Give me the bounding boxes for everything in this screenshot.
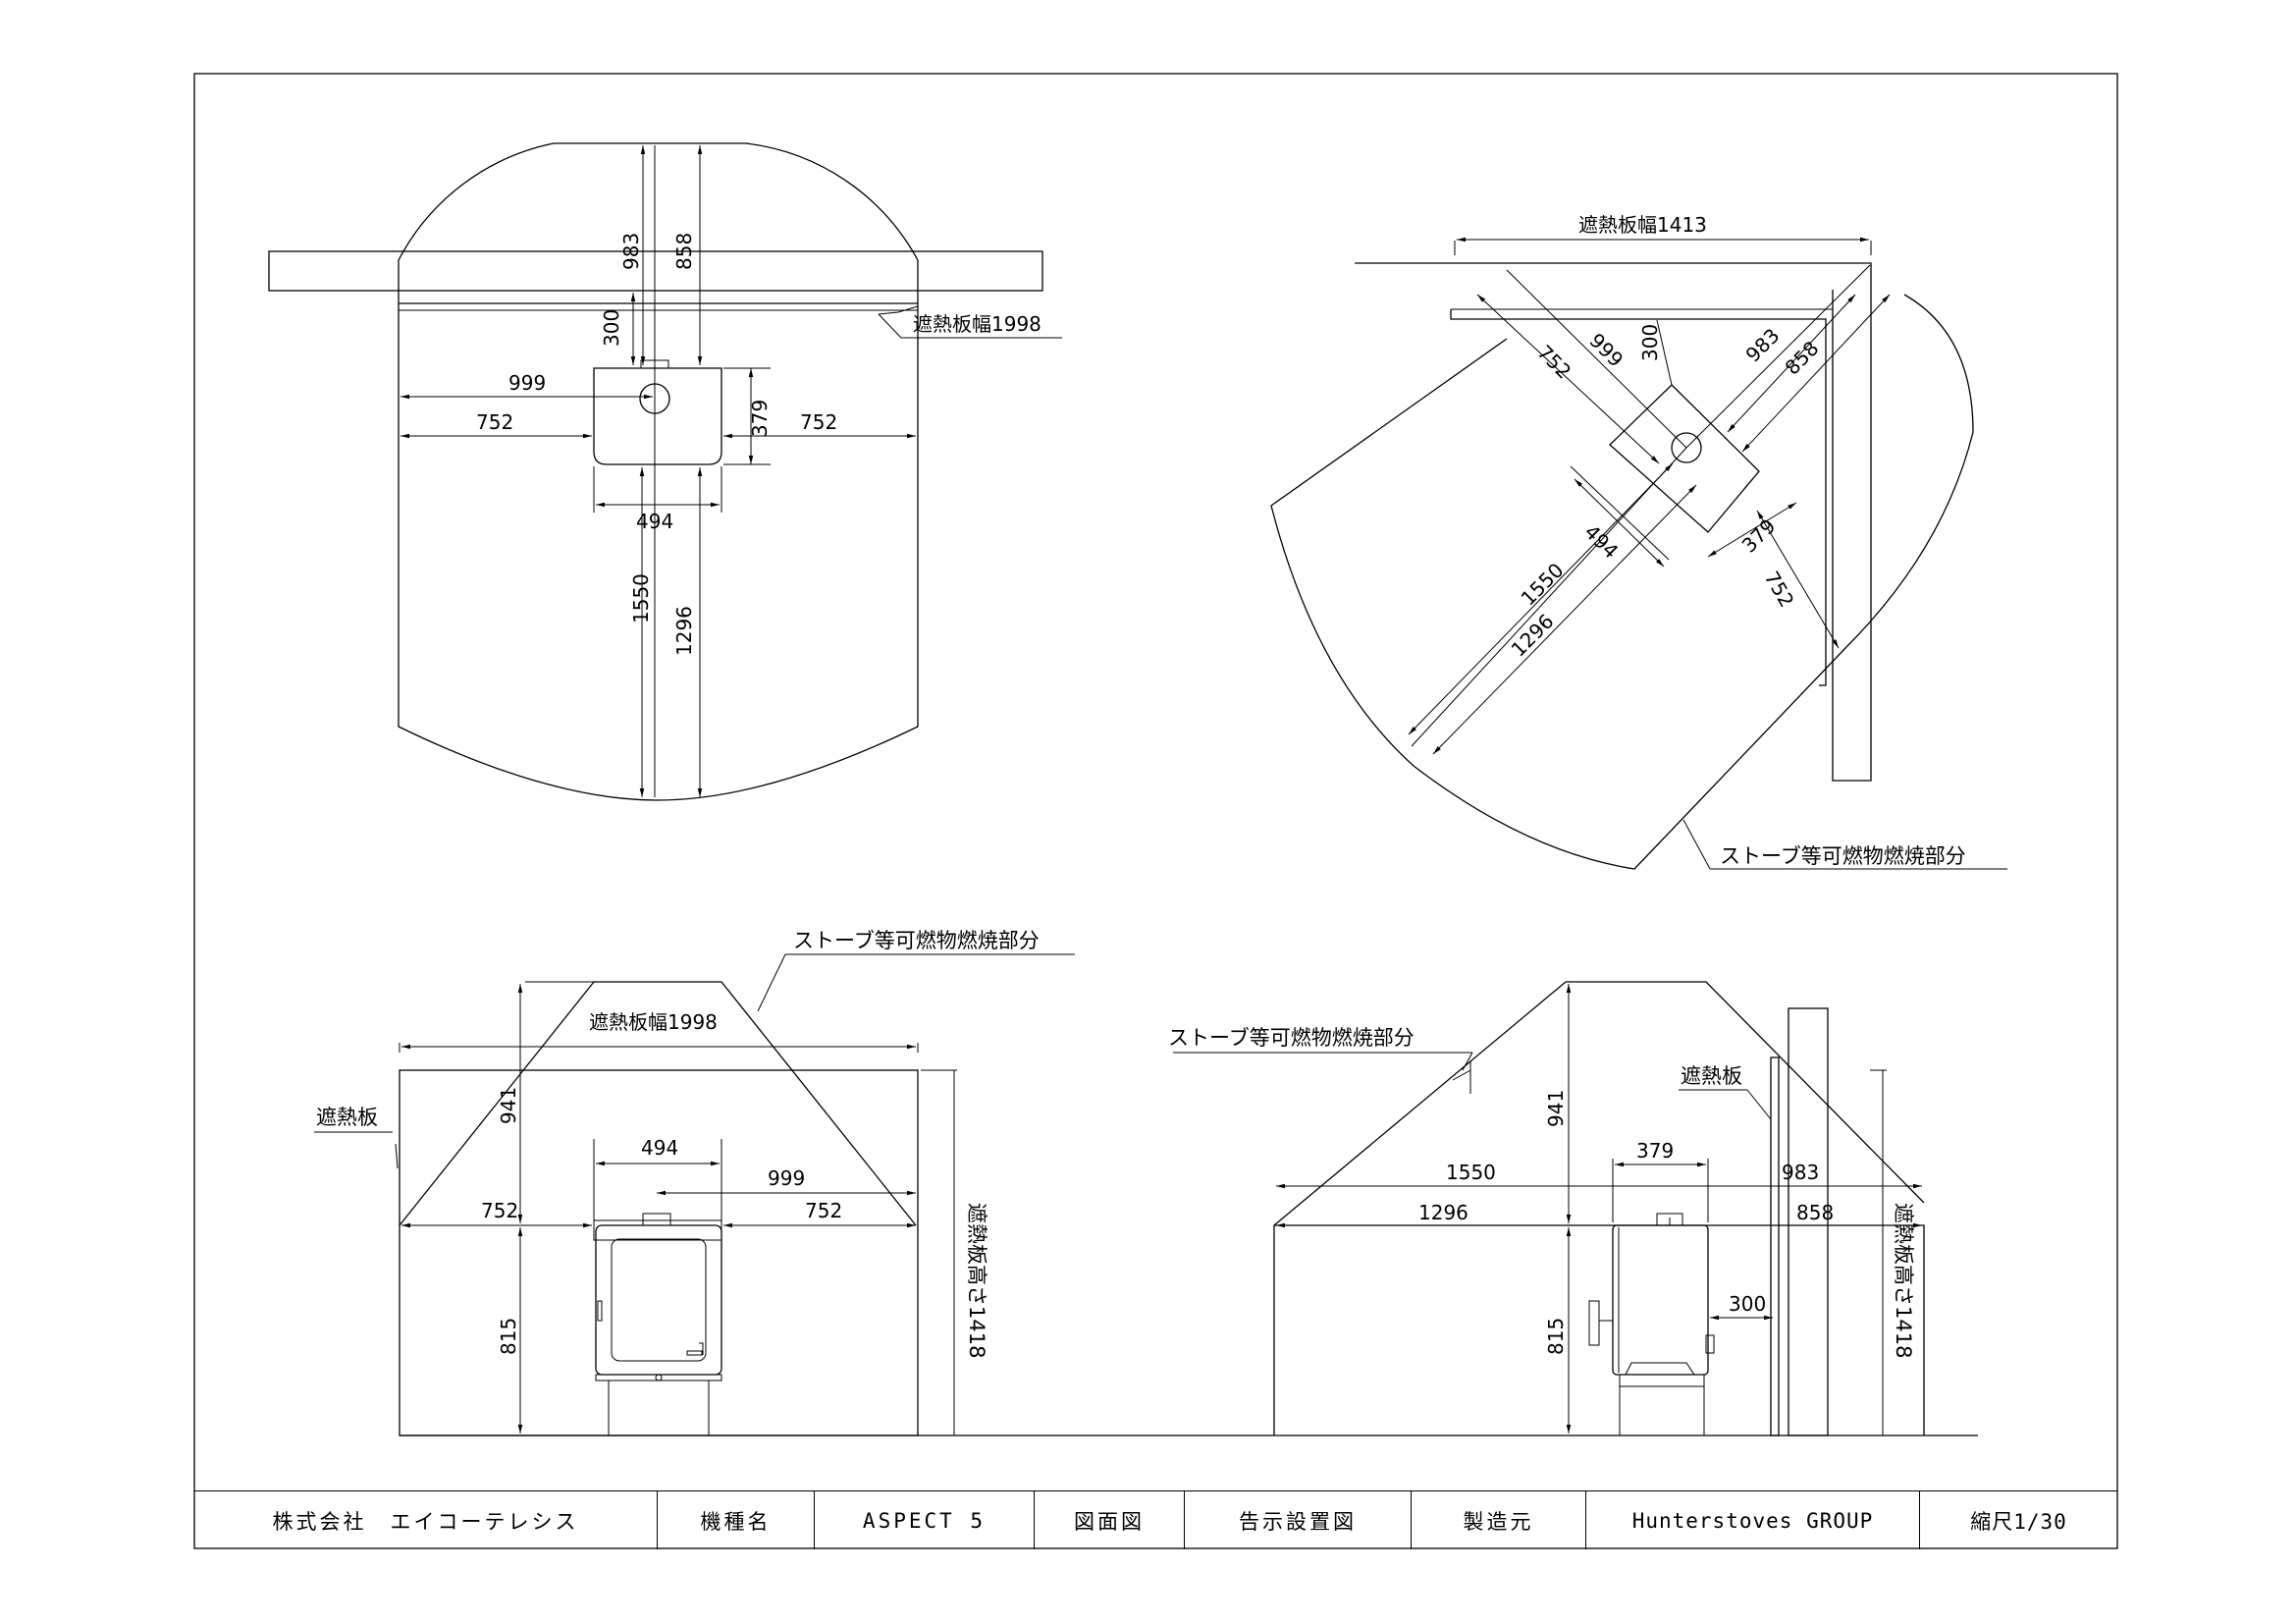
stove-stand bbox=[1619, 1385, 1705, 1436]
flue-collar bbox=[642, 1213, 671, 1226]
side-handle bbox=[1588, 1300, 1600, 1346]
dim-999: 999 bbox=[508, 371, 546, 395]
dim-752-left: 752 bbox=[481, 1199, 518, 1222]
dim-1296: 1296 bbox=[1418, 1201, 1468, 1224]
combustible-part-label: ストーブ等可燃物燃焼部分 bbox=[1720, 844, 1966, 868]
dim-752-right: 752 bbox=[800, 410, 837, 434]
wall bbox=[268, 250, 1043, 292]
dim-983: 983 bbox=[1741, 324, 1785, 367]
drawing-value: 告示設置図 bbox=[1185, 1491, 1412, 1549]
stove-side bbox=[1588, 1213, 1715, 1436]
dim-379: 379 bbox=[748, 400, 772, 437]
dim-999: 999 bbox=[1584, 329, 1628, 372]
company-name: 株式会社 エイコーテレシス bbox=[194, 1491, 658, 1549]
maker-value: Hunterstoves GROUP bbox=[1586, 1491, 1920, 1549]
flue-circle bbox=[1671, 432, 1702, 463]
scale: 縮尺1/30 bbox=[1970, 1509, 2067, 1534]
model-label: 機種名 bbox=[658, 1491, 815, 1549]
combustion-zone-outline bbox=[399, 981, 917, 1226]
stove-plan bbox=[593, 367, 722, 465]
dim-858: 858 bbox=[672, 233, 696, 270]
dim-999: 999 bbox=[768, 1166, 805, 1190]
dim-941: 941 bbox=[1544, 1090, 1568, 1127]
combustion-zone-outline bbox=[1273, 981, 1925, 1226]
combustible-part-label: ストーブ等可燃物燃焼部分 bbox=[793, 929, 1040, 952]
heat-shield-plate-side bbox=[1770, 1056, 1780, 1436]
combustion-zone-outline bbox=[398, 142, 919, 801]
shield-width-label: 遮熱板幅1998 bbox=[589, 1010, 718, 1034]
dim-858: 858 bbox=[1796, 1201, 1834, 1224]
title-block: 株式会社 エイコーテレシス 機種名 ASPECT 5 図面図 告示設置図 製造元… bbox=[194, 1490, 2117, 1549]
stove-stand bbox=[608, 1380, 710, 1436]
side-elevation: 遮熱板 ストーブ等可燃物燃焼部分 941 815 379 1550 983 12… bbox=[1168, 981, 1925, 1436]
wall-side bbox=[1788, 1007, 1829, 1436]
stove-front bbox=[595, 1213, 722, 1436]
dim-752-a: 752 bbox=[1532, 341, 1575, 384]
maker-label: 製造元 bbox=[1412, 1491, 1586, 1549]
dim-752-right: 752 bbox=[805, 1199, 842, 1222]
dim-983: 983 bbox=[1782, 1161, 1819, 1184]
dim-1550: 1550 bbox=[1446, 1161, 1496, 1184]
door-handle bbox=[597, 1300, 603, 1322]
drawing-label: 図面図 bbox=[1035, 1491, 1185, 1549]
dim-494: 494 bbox=[641, 1136, 678, 1160]
drawing-frame bbox=[193, 73, 2118, 1549]
dim-858: 858 bbox=[1781, 337, 1824, 380]
dim-300: 300 bbox=[600, 309, 623, 347]
dim-752-b: 752 bbox=[1760, 568, 1799, 612]
dim-941: 941 bbox=[497, 1087, 520, 1124]
dim-752-left: 752 bbox=[476, 410, 513, 434]
stove-plan bbox=[1609, 384, 1760, 533]
dim-379: 379 bbox=[1636, 1139, 1674, 1163]
combustion-zone-outline bbox=[1270, 294, 1974, 870]
model-value: ASPECT 5 bbox=[815, 1491, 1035, 1549]
dim-983: 983 bbox=[619, 233, 643, 270]
dim-1296: 1296 bbox=[672, 606, 696, 656]
shield-width-label: 遮熱板幅1998 bbox=[913, 312, 1041, 336]
shield-width-label: 遮熱板幅1413 bbox=[1578, 213, 1707, 237]
shield-height-label: 遮熱板高さ1418 bbox=[1892, 1203, 1915, 1358]
shield-height-label: 遮熱板高さ1418 bbox=[965, 1203, 988, 1358]
front-elevation: 遮熱板幅1998 ストーブ等可燃物燃焼部分 遮熱板 941 815 494 99… bbox=[314, 929, 1978, 1436]
dim-1550: 1550 bbox=[629, 573, 653, 623]
plan-view-front-wall: 遮熱板幅1998 983 858 300 999 752 752 379 494… bbox=[268, 142, 1062, 801]
dim-300: 300 bbox=[1729, 1292, 1766, 1316]
combustible-part-label: ストーブ等可燃物燃焼部分 bbox=[1168, 1026, 1415, 1050]
heat-shield-label: 遮熱板 bbox=[1681, 1064, 1742, 1088]
dim-379: 379 bbox=[1737, 514, 1781, 558]
dim-815: 815 bbox=[1544, 1318, 1568, 1355]
stove-door-glass bbox=[611, 1238, 707, 1362]
heat-shield-label: 遮熱板 bbox=[316, 1106, 378, 1129]
plan-view-corner: 遮熱板幅1413 752 999 300 983 858 494 379 752… bbox=[1270, 213, 2007, 870]
dim-300: 300 bbox=[1638, 324, 1662, 361]
dim-815: 815 bbox=[497, 1318, 520, 1355]
